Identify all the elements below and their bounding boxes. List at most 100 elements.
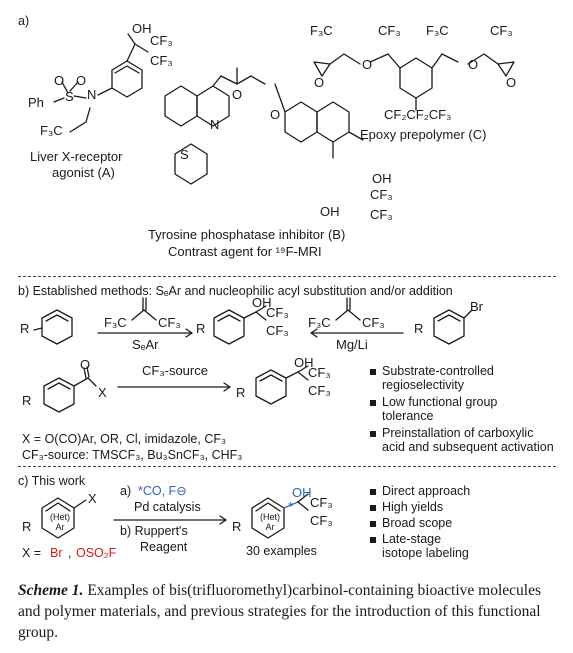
compound-a-cf3-2: CF₃ xyxy=(150,53,173,68)
compound-b-o2: O xyxy=(270,107,281,122)
arrow-this-work xyxy=(113,515,227,525)
caption-text: Examples of bis(trifluoromethyl)carbinol… xyxy=(18,582,541,641)
ketone-1-cf3: CF₃ xyxy=(158,315,181,330)
cf3-source-definition: CF₃-source: TMSCF₃, Bu₃SnCF₃, CHF₃ xyxy=(22,448,243,462)
step-b-line2: Reagent xyxy=(140,540,188,554)
product-c-star: * xyxy=(288,499,294,514)
carbinol-product-2-structure xyxy=(255,365,309,405)
compound-c-cf3-mid: CF₃ xyxy=(378,23,401,38)
arene-left-structure xyxy=(33,309,73,345)
compound-a-cf3-1: CF₃ xyxy=(150,33,173,48)
arrow-sear xyxy=(97,328,193,338)
compound-c-f3c-mid: F₃C xyxy=(426,23,449,38)
bullet-c-4-text: Late-stage isotope labeling xyxy=(382,532,469,561)
product-c-structure xyxy=(251,493,309,539)
bullet-c-1-text: Direct approach xyxy=(382,484,471,498)
bullet-c-3 xyxy=(370,521,376,527)
compound-b-name-1: Tyrosine phosphatase inhibitor (B) xyxy=(148,227,346,242)
compound-b-s: S xyxy=(180,147,189,162)
compound-a-oh: OH xyxy=(132,21,152,36)
bullet-c-4 xyxy=(370,537,376,543)
product-c-cf3-2: CF₃ xyxy=(310,513,333,528)
compound-c-o-right: O xyxy=(468,57,479,72)
heteroaryl-r: R xyxy=(22,519,32,534)
compound-c-bottom-chain: CF₂CF₂CF₃ xyxy=(384,107,452,122)
compound-c-o-ep-left: O xyxy=(314,75,325,90)
x-definition-c-sep: , xyxy=(68,546,72,560)
bullet-b-1 xyxy=(370,369,376,375)
arrow-mgli xyxy=(310,328,404,338)
product-c-ring-label: (Het) Ar xyxy=(260,512,280,533)
product-b2-r: R xyxy=(236,385,246,400)
product-c-cf3-1: CF₃ xyxy=(310,495,333,510)
separator-b-c xyxy=(18,466,556,467)
acyl-substrate-x: X xyxy=(98,385,107,400)
product-b-r: R xyxy=(196,321,206,336)
product-b-cf3-1: CF₃ xyxy=(266,305,289,320)
figure-caption: Scheme 1. Examples of bis(trifluoromethy… xyxy=(18,580,558,643)
bullet-c-2-text: High yields xyxy=(382,500,444,514)
ketone-reagent-1 xyxy=(131,297,157,321)
arrow-cf3-source-label: CF₃-source xyxy=(142,363,208,378)
compound-c-cf3-right: CF₃ xyxy=(490,23,513,38)
compound-b-oh-top: OH xyxy=(372,171,392,186)
compound-c-o-ep-right: O xyxy=(506,75,517,90)
heteroaryl-substrate-structure xyxy=(41,497,87,539)
product-b-cf3-2: CF₃ xyxy=(266,323,289,338)
carbinol-product-structure xyxy=(213,305,267,345)
bullet-b-2-text: Low functional group tolerance xyxy=(382,395,498,424)
arrow-cf3-source xyxy=(117,382,231,392)
compound-c-structure xyxy=(313,53,515,111)
compound-a-f3c: F₃C xyxy=(40,123,63,138)
aryl-bromide-r: R xyxy=(414,321,424,336)
product-b2-cf3-2: CF₃ xyxy=(308,383,331,398)
compound-c-f3c-left: F₃C xyxy=(310,23,333,38)
compound-b-cf3-1: CF₃ xyxy=(370,187,393,202)
x-definition-b: X = O(CO)Ar, OR, Cl, imidazole, CF₃ xyxy=(22,432,227,446)
product-b2-cf3-1: CF₃ xyxy=(308,365,331,380)
ketone-1-f3c: F₃C xyxy=(104,315,127,330)
caption-label: Scheme 1. xyxy=(18,582,84,599)
product-c-r: R xyxy=(232,519,242,534)
step-a-catalysis: Pd catalysis xyxy=(134,500,201,514)
compound-a-o2: O xyxy=(76,73,87,88)
compound-b-n: N xyxy=(210,117,220,132)
compound-a-name-1: Liver X-receptor xyxy=(30,149,123,164)
compound-a-ph: Ph xyxy=(28,95,44,110)
ketone-reagent-2 xyxy=(335,297,361,321)
x-definition-c-prefix: X = xyxy=(22,546,42,560)
compound-a-name-2: agonist (A) xyxy=(52,165,115,180)
acyl-substrate-r: R xyxy=(22,393,32,408)
aryl-bromide-br: Br xyxy=(470,299,483,314)
examples-count: 30 examples xyxy=(246,544,317,558)
separator-a-b xyxy=(18,276,556,277)
x-definition-c-oso2f: OSO₂F xyxy=(76,546,117,560)
acyl-substrate-structure xyxy=(43,366,97,413)
compound-b-oh-low: OH xyxy=(320,204,340,219)
x-definition-c-br: Br xyxy=(50,546,63,560)
bullet-c-2 xyxy=(370,505,376,511)
bullet-b-2 xyxy=(370,400,376,406)
compound-b-name-2: Contrast agent for ¹⁹F-MRI xyxy=(168,244,322,259)
bullet-b-1-text: Substrate-controlled regioselectivity xyxy=(382,364,494,393)
step-a-prefix: a) xyxy=(120,484,132,498)
step-a-reagent: *CO, F⊖ xyxy=(138,484,187,498)
compound-a-n: N xyxy=(87,87,97,102)
bullet-c-1 xyxy=(370,489,376,495)
product-b2-oh: OH xyxy=(294,355,314,370)
arrow-sear-label: SₑAr xyxy=(132,337,159,352)
panel-a-label: a) xyxy=(18,14,30,28)
compound-b-structure xyxy=(164,67,364,185)
arene-left-r: R xyxy=(20,321,30,336)
panel-c-label: c) This work xyxy=(18,474,86,488)
heteroaryl-substrate-label: (Het) Ar xyxy=(50,512,70,533)
arrow-mgli-label: Mg/Li xyxy=(336,337,368,352)
compound-c-name: Epoxy prepolymer (C) xyxy=(360,127,487,142)
bullet-b-3-text: Preinstallation of carboxylic acid and s… xyxy=(382,426,554,455)
step-b-line1: b) Ruppert's xyxy=(120,524,188,538)
bullet-b-3 xyxy=(370,431,376,437)
panel-b-label: b) Established methods: SₑAr and nucleop… xyxy=(18,284,453,298)
heteroaryl-x: X xyxy=(88,491,97,506)
compound-a-o1: O xyxy=(54,73,65,88)
ketone-2-f3c: F₃C xyxy=(308,315,331,330)
